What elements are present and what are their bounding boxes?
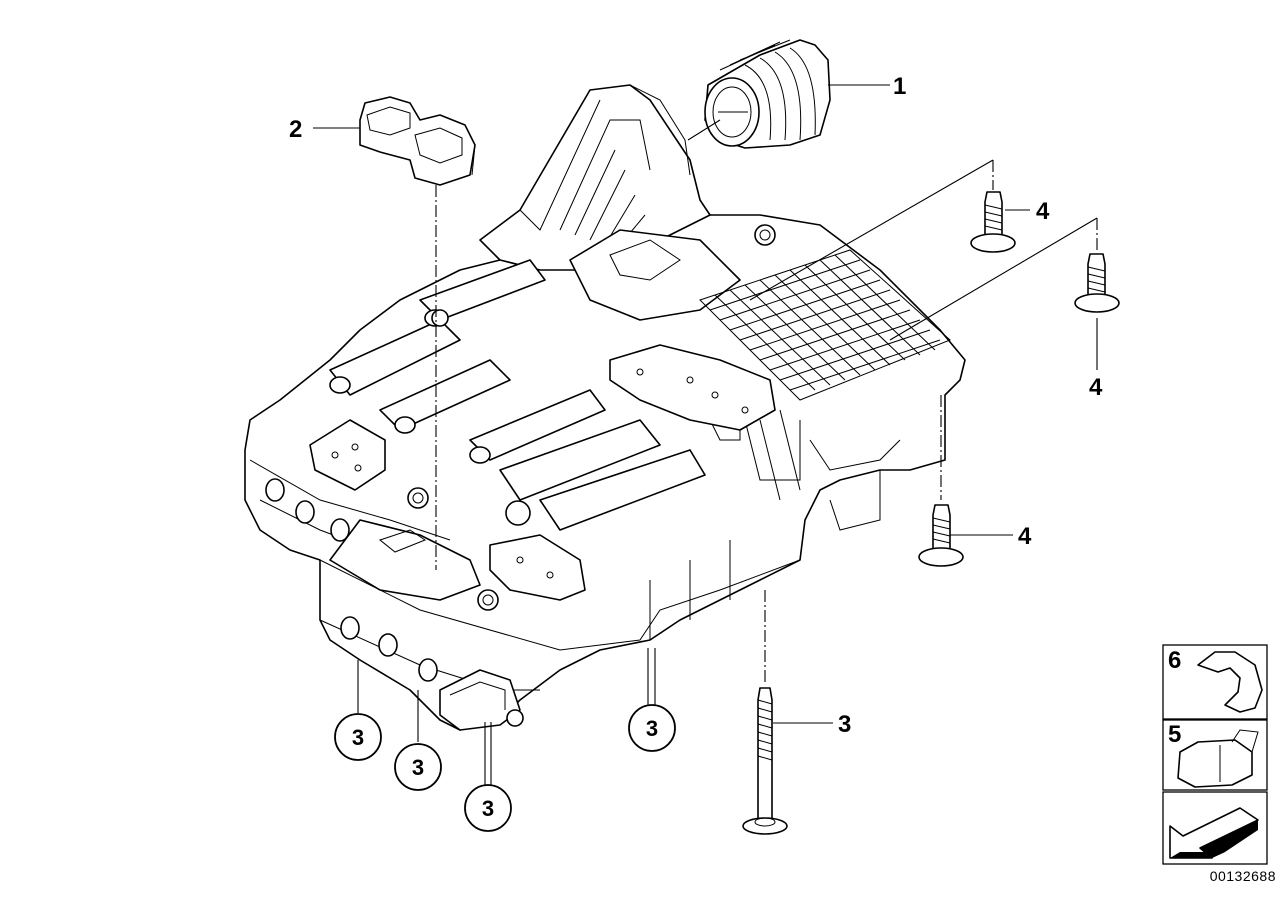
part-1-connector-sleeve — [704, 39, 831, 149]
reference-number: 00132688 — [1209, 868, 1276, 884]
callout-2: 2 — [289, 116, 302, 143]
circled-callout-3a — [334, 713, 382, 761]
callout-6: 6 — [1168, 647, 1181, 674]
separator-plates — [309, 344, 776, 601]
part-2-double-seal — [359, 96, 476, 186]
callout-4-top: 4 — [1036, 198, 1050, 225]
spool-valves — [329, 259, 706, 531]
part-3-long-bolt — [742, 687, 788, 835]
inset-part-5: 5 — [1162, 719, 1268, 791]
part-4-bolt-top — [970, 191, 1016, 253]
circled-callout-3a-text: 3 — [352, 725, 364, 750]
clip-icon — [1197, 651, 1263, 713]
bosses — [407, 224, 776, 611]
inset-direction-arrow — [1162, 791, 1268, 865]
inset-part-6: 6 — [1162, 644, 1268, 720]
callouts: 1 2 3 4 4 4 — [289, 73, 1103, 738]
circled-callout-3b-text: 3 — [412, 755, 424, 780]
circled-callout-3c-text: 3 — [482, 796, 494, 821]
circled-callout-3b — [394, 743, 442, 791]
part-4-bolt-mid — [918, 504, 964, 567]
plug-icon — [1177, 739, 1253, 788]
circled-callout-3c — [464, 784, 512, 832]
front-ports — [265, 478, 438, 682]
callout-1: 1 — [893, 73, 906, 100]
part-4-bolt-right — [1074, 253, 1120, 313]
callout-3-bolt: 3 — [838, 711, 851, 738]
circled-callout-3d — [628, 704, 676, 752]
leader-lines — [313, 84, 1098, 785]
callout-4-mid: 4 — [1018, 523, 1032, 550]
circled-callout-3d-text: 3 — [646, 716, 658, 741]
callout-5: 5 — [1168, 721, 1181, 748]
valve-body-assembly — [244, 84, 966, 731]
circled-callouts: 3 3 3 3 — [334, 704, 676, 832]
solenoid-connector — [439, 669, 524, 731]
callout-4-right: 4 — [1089, 374, 1103, 401]
